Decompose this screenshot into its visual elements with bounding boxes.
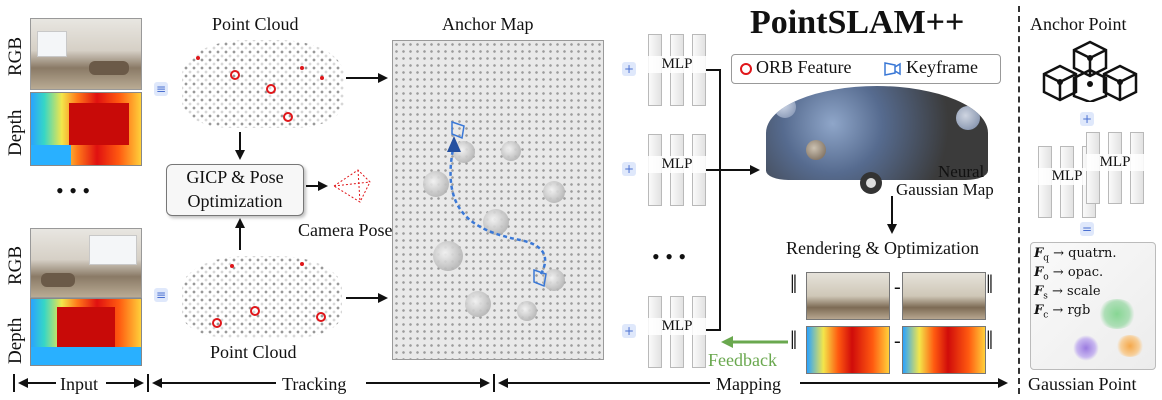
minus-sign: - xyxy=(894,276,901,298)
norm-bar: ‖ xyxy=(790,326,798,355)
neural-label-1: Neural xyxy=(938,162,985,181)
equals-icon: = xyxy=(1080,222,1094,236)
attribute-formula: Fo → opac. xyxy=(1034,265,1104,283)
orb-dot xyxy=(320,76,324,80)
anchor-point-cubes-icon xyxy=(1042,40,1138,102)
point-cloud-title-top: Point Cloud xyxy=(212,14,299,34)
keyframe-icon-start xyxy=(451,120,465,140)
stage-input-label: Input xyxy=(60,374,98,394)
legend: ORB Feature Keyframe xyxy=(731,54,1001,84)
orb-dot xyxy=(230,264,234,268)
orb-dot xyxy=(300,262,304,266)
keyframe-trajectory xyxy=(449,143,547,277)
mlp-block-1: MLP xyxy=(648,34,706,106)
mlp-merge-line xyxy=(706,69,721,331)
mlp-block-3: MLP xyxy=(648,296,706,368)
attribute-formula: Fs → scale xyxy=(1034,284,1101,302)
gaussian-point-panel xyxy=(1030,242,1156,370)
add-icon: + xyxy=(622,162,636,176)
neural-gaussian-map xyxy=(766,86,988,180)
gicp-line-1: GICP & Pose xyxy=(186,167,284,187)
orb-feature-label: ORB Feature xyxy=(756,57,852,77)
minus-sign: - xyxy=(894,330,901,352)
add-icon: + xyxy=(622,62,636,76)
connector-icon-top: ≡ xyxy=(154,82,168,96)
keyframe-icon xyxy=(884,62,901,76)
mlp-label: MLP xyxy=(1038,168,1096,185)
add-icon: + xyxy=(1080,112,1094,126)
orb-marker xyxy=(250,306,260,316)
mlp-ellipsis: • • • xyxy=(652,244,687,269)
anchor-map-title: Anchor Map xyxy=(442,14,534,34)
gaussian-blob-icon xyxy=(1115,335,1145,357)
mlp-label: MLP xyxy=(1086,154,1144,171)
gaussian-blob-icon xyxy=(1073,335,1099,361)
camera-pose-label: Camera Pose xyxy=(298,220,393,240)
gt-depth xyxy=(902,326,986,374)
feedback-label: Feedback xyxy=(708,350,777,370)
rgb-frame-bottom xyxy=(30,228,142,298)
trajectory-arrowhead xyxy=(447,136,461,152)
gt-rgb xyxy=(902,272,986,320)
attribute-formula: Fc → rgb xyxy=(1034,303,1091,321)
orb-marker xyxy=(212,318,222,328)
norm-bar: ‖ xyxy=(986,270,994,299)
orb-marker xyxy=(266,84,276,94)
orb-feature-icon xyxy=(740,63,752,75)
connector-icon-bottom: ≡ xyxy=(154,288,168,302)
point-cloud-top xyxy=(182,40,344,128)
input-ellipsis: • • • xyxy=(56,178,91,203)
rendered-depth xyxy=(806,326,890,374)
stage-mapping-label: Mapping xyxy=(716,374,781,394)
rendered-rgb xyxy=(806,272,890,320)
norm-bar: ‖ xyxy=(986,326,994,355)
keyframe-icon-end xyxy=(533,268,547,288)
camera-icon xyxy=(860,172,882,194)
orb-marker xyxy=(230,70,240,80)
neural-label-2: Gaussian Map xyxy=(896,180,994,199)
mlp-label: MLP xyxy=(648,318,706,335)
gicp-pose-optimization-box: GICP & Pose Optimization xyxy=(166,164,304,216)
gaussian-point-title: Gaussian Point xyxy=(1028,374,1137,394)
method-title: PointSLAM++ xyxy=(750,4,965,41)
mlp-label: MLP xyxy=(648,156,706,173)
orb-marker xyxy=(283,112,293,122)
mlp-block-right-2: MLP xyxy=(1086,132,1144,204)
point-cloud-title-bottom: Point Cloud xyxy=(210,342,297,362)
stage-tracking-label: Tracking xyxy=(282,374,347,394)
anchor-point-title: Anchor Point xyxy=(1030,14,1127,34)
mlp-label: MLP xyxy=(648,56,706,73)
mlp-block-2: MLP xyxy=(648,134,706,206)
right-separator xyxy=(1018,6,1020,394)
add-icon: + xyxy=(622,324,636,338)
orb-dot xyxy=(196,56,200,60)
depth-frame-bottom xyxy=(30,298,142,366)
anchor-map xyxy=(392,40,604,360)
norm-bar: ‖ xyxy=(790,270,798,299)
gicp-line-2: Optimization xyxy=(187,191,283,211)
orb-marker xyxy=(316,312,326,322)
camera-pose-frustum xyxy=(333,169,371,203)
keyframe-label: Keyframe xyxy=(906,57,978,77)
orb-dot xyxy=(300,66,304,70)
gaussian-blob-icon xyxy=(1097,299,1137,329)
rendering-title: Rendering & Optimization xyxy=(786,238,979,258)
rgb-frame-top xyxy=(30,18,142,90)
depth-frame-top xyxy=(30,92,142,166)
attribute-formula: Fq → quatrn. xyxy=(1034,246,1117,264)
point-cloud-bottom xyxy=(182,256,342,338)
